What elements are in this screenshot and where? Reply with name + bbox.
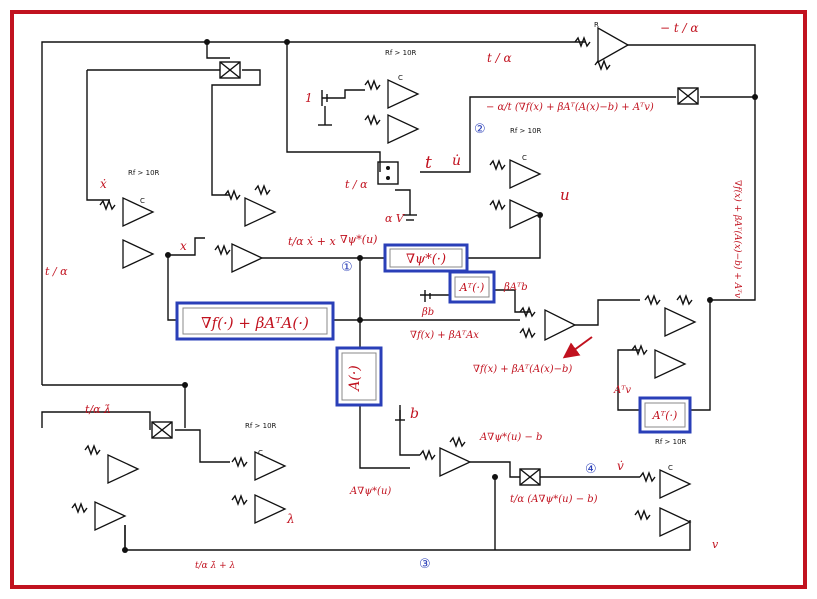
resistors <box>71 36 693 521</box>
label-a-grad-psi: A∇ψ*(u) <box>349 486 391 497</box>
junctions <box>122 39 758 553</box>
output-arrow <box>562 336 593 359</box>
multipliers <box>151 61 699 486</box>
a-block: A(·) <box>335 346 383 407</box>
math-labels: − t / α t / α 1 − α/t (∇f(x) + βAᵀ(A(x)−… <box>45 21 743 571</box>
marker-2: ② <box>474 122 486 137</box>
label-t-switch: t <box>425 153 432 173</box>
a-block-label: A(·) <box>347 365 363 392</box>
label-t-lambda-dot: t/α λ̇ <box>85 403 111 416</box>
label-t-xdot-x: t/α ẋ + x <box>288 235 336 248</box>
label-x: x <box>180 239 187 253</box>
label-neg-t-alpha: − t / α <box>660 21 698 35</box>
switch-block <box>377 161 399 185</box>
label-t-alpha-mid: t / α <box>345 178 368 191</box>
label-b: b <box>410 406 419 422</box>
marker-1: ① <box>341 260 353 275</box>
label-beta-at-b: βAᵀb <box>503 282 528 293</box>
label-v-dot: v̇ <box>617 459 624 473</box>
sources <box>318 90 431 421</box>
rf-label-v: Rf > 10R <box>655 438 687 446</box>
label-lambda: λ <box>286 512 295 526</box>
label-t-alpha-a-expr: t/α (A∇ψ*(u) − b) <box>510 494 598 505</box>
label-u-dot: u̇ <box>452 153 461 169</box>
r-label: R <box>594 21 599 29</box>
marker-3: ③ <box>419 557 431 572</box>
label-a-grad-psi-minus-b: A∇ψ*(u) − b <box>479 432 542 443</box>
label-v: v <box>712 538 719 551</box>
label-x-dot: ẋ <box>100 177 107 191</box>
label-alpha-v: α V <box>385 212 405 225</box>
label-alpha-scaled-grad: − α/t (∇f(x) + βAᵀ(A(x)−b) + Aᵀv) <box>486 102 654 113</box>
label-grad-f-beta-at-ax-b: ∇f(x) + βAᵀ(A(x)−b) <box>473 364 572 375</box>
c-label: C <box>398 74 403 82</box>
rf-label-left: Rf > 10R <box>128 169 160 177</box>
rf-label-u: Rf > 10R <box>510 127 542 135</box>
grad-psi-block-label: ∇ψ*(·) <box>406 252 446 267</box>
label-t-alpha-left: t / α <box>45 265 68 278</box>
label-beta-b: βb <box>421 307 434 318</box>
rf-label-lambda: Rf > 10R <box>245 422 277 430</box>
diagram-frame <box>10 10 807 589</box>
at-block-right: Aᵀ(·) <box>638 396 692 434</box>
label-u: u <box>560 186 570 204</box>
op-amps <box>94 26 697 538</box>
at-block-right-label: Aᵀ(·) <box>652 409 678 422</box>
rf-label: Rf > 10R <box>385 49 417 57</box>
at-block-top: Aᵀ(·) <box>448 270 496 304</box>
c-label-lambda: C <box>258 449 263 457</box>
label-grad-psi-u: ∇ψ*(u) <box>340 233 377 246</box>
marker-4: ④ <box>585 462 597 477</box>
c-label-v: C <box>668 464 673 472</box>
label-grad-f-beta-atax: ∇f(x) + βAᵀAx <box>410 330 479 341</box>
label-at-v: Aᵀv <box>613 385 631 396</box>
label-one: 1 <box>305 91 313 105</box>
markers: ① ② ③ ④ <box>341 122 597 572</box>
grad-f-block: ∇f(·) + βAᵀA(·) <box>175 301 335 341</box>
c-label-left: C <box>140 197 145 205</box>
label-t-lambda-dot-plus-lambda: t/α λ̇ + λ <box>195 561 235 571</box>
component-labels: R Rf > 10R C Rf > 10R C Rf > 10R C Rf > … <box>128 21 687 472</box>
at-block-top-label: Aᵀ(·) <box>459 281 485 294</box>
grad-f-block-label: ∇f(·) + βAᵀA(·) <box>201 314 309 332</box>
c-label-u: C <box>522 154 527 162</box>
grad-psi-block: ∇ψ*(·) <box>383 243 469 273</box>
label-vertical-expr: ∇f(x) + βAᵀ(A(x)−b) + Aᵀv <box>732 180 743 298</box>
label-t-alpha-top: t / α <box>487 51 512 65</box>
